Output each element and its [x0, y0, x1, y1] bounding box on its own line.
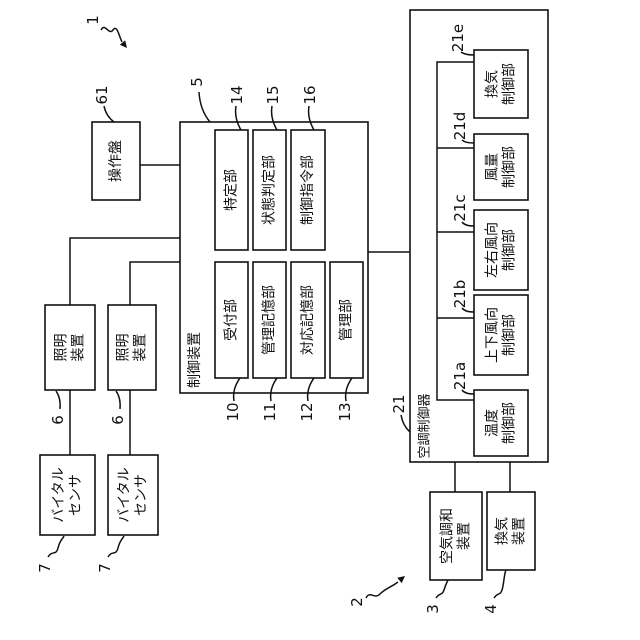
ac-unit-label-line-2: 制御部	[502, 146, 518, 188]
ac-unit-label-line-1: 換気	[485, 70, 501, 98]
ac-unit-ref: 21c	[451, 194, 469, 221]
control-device-ref: 5	[188, 77, 206, 87]
ac-unit-label-line-2: 制御部	[502, 314, 518, 356]
control-unit-ref: 15	[264, 85, 282, 104]
ventilator-label-line-1: 換気	[495, 517, 511, 545]
equipment-group-ref-label: 2	[348, 597, 366, 607]
ac-unit-label-line-2: 制御部	[502, 229, 518, 271]
control-unit-ref: 12	[298, 402, 316, 421]
control-unit-label: 管理部	[339, 299, 355, 341]
control-device-label: 制御装置	[187, 332, 203, 388]
lighting-device-ref: 6	[109, 415, 127, 425]
control-unit-label: 受付部	[224, 299, 240, 341]
vital-sensor-label-line-2: センサ	[68, 474, 84, 516]
air-conditioner-label-line-2: 装置	[457, 522, 473, 550]
control-unit-label: 特定部	[224, 169, 240, 211]
ac-unit-label-line-1: 温度	[485, 409, 501, 437]
vital-sensor-ref: 7	[36, 563, 54, 573]
air-conditioner-ref: 3	[424, 604, 442, 614]
vital-sensor-label-line-2: センサ	[134, 474, 150, 516]
vital-sensor-label-line-1: バイタル	[117, 467, 133, 522]
ac-unit-label-line-1: 左右風向	[485, 222, 501, 278]
ac-unit-ref: 21e	[449, 24, 467, 52]
ventilator-ref: 4	[482, 604, 500, 614]
ac-unit-label-line-2: 制御部	[502, 63, 518, 105]
ac-unit-label-line-1: 風量	[485, 153, 501, 181]
vital-sensor-ref: 7	[96, 563, 114, 573]
lighting-device-label-line-1: 照明	[54, 334, 70, 362]
ventilator-label-line-2: 装置	[512, 517, 528, 545]
control-unit-label: 対応記憶部	[299, 285, 316, 355]
air-conditioning-controller: 空調制御器 21 換気 制御部 21e 風量 制御部 21d 左右風向 制御部 …	[390, 10, 548, 462]
lighting-device-label-line-1: 照明	[116, 334, 132, 362]
control-unit-ref: 14	[228, 85, 246, 104]
ac-controller-ref: 21	[390, 394, 408, 413]
lighting-device-ref: 6	[49, 415, 67, 425]
operation-panel-label: 操作盤	[108, 140, 124, 182]
ac-controller-label: 空調制御器	[418, 393, 433, 458]
control-unit-label: 制御指令部	[300, 155, 316, 225]
ac-unit-label-line-2: 制御部	[502, 402, 518, 444]
ac-unit-label-line-1: 上下風向	[485, 307, 501, 363]
ac-unit-ref: 21d	[451, 112, 469, 141]
air-conditioner-label-line-1: 空気調和	[440, 508, 456, 564]
lighting-device-label-line-2: 装置	[71, 334, 87, 362]
control-unit-label: 状態判定部	[262, 155, 278, 225]
operation-panel-ref: 61	[93, 85, 111, 104]
ac-unit-ref: 21b	[451, 280, 469, 309]
lighting-device-label-line-2: 装置	[133, 334, 149, 362]
ac-unit-ref: 21a	[451, 362, 469, 390]
control-unit-ref: 13	[336, 402, 354, 421]
control-unit-ref: 11	[261, 402, 279, 421]
control-unit-label: 管理記憶部	[261, 285, 278, 355]
control-device: 制御装置 5 特定部 14 状態判定部 15 制御指令部 16 受付部 10	[180, 77, 368, 421]
overall-ref-label: 1	[84, 15, 102, 25]
control-unit-ref: 10	[224, 402, 242, 421]
control-unit-ref: 16	[301, 85, 319, 104]
vital-sensor-label-line-1: バイタル	[51, 467, 67, 522]
